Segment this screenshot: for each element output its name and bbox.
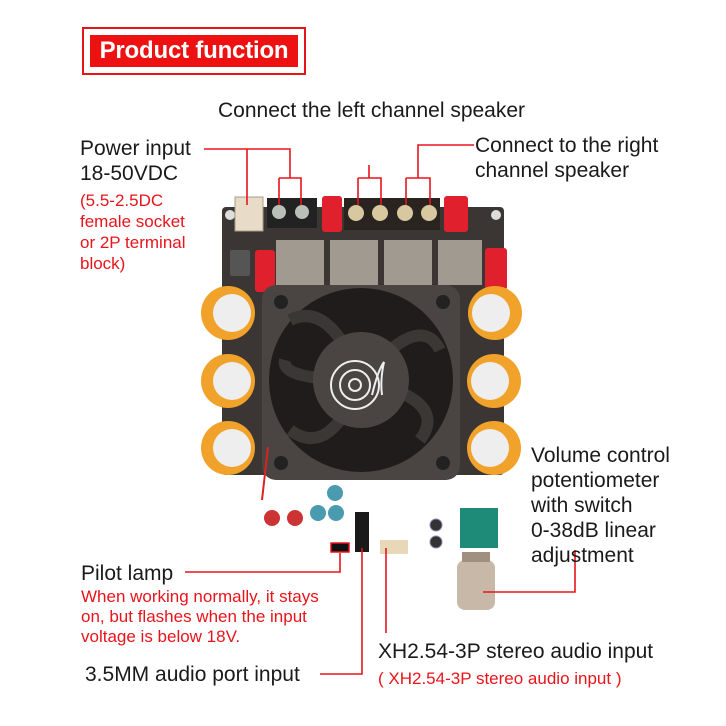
red-component xyxy=(444,196,468,232)
dc-socket xyxy=(234,196,264,232)
power-input-note: or 2P terminal xyxy=(80,233,186,252)
heatsink xyxy=(276,240,482,285)
red-component xyxy=(485,248,507,290)
capacitors xyxy=(201,286,522,475)
volume-knob xyxy=(457,560,495,610)
right-speaker-label: channel speaker xyxy=(475,159,630,182)
small-capacitors xyxy=(264,485,443,549)
pilot-lamp-note: When working normally, it stays xyxy=(81,587,319,606)
audio-port-label: 3.5MM audio port input xyxy=(85,663,300,686)
red-component xyxy=(322,196,342,232)
pilot-lamp-led xyxy=(330,542,350,553)
title-frame xyxy=(82,27,306,75)
red-component xyxy=(255,250,275,292)
power-input-voltage: 18-50VDC xyxy=(80,162,179,185)
pilot-lamp-note: voltage is below 18V. xyxy=(81,627,241,646)
speaker-terminals xyxy=(344,198,440,230)
pilot-lamp-label: Pilot lamp xyxy=(81,562,174,585)
volume-label: adjustment xyxy=(531,544,634,567)
power-input-note: female socket xyxy=(80,212,185,231)
volume-label: Volume control xyxy=(531,444,670,467)
power-input-note: block) xyxy=(80,254,126,273)
inductor xyxy=(230,250,250,276)
volume-label: potentiometer xyxy=(531,469,660,492)
page-title: Product function xyxy=(90,35,298,67)
pilot-lamp-note: on, but flashes when the input xyxy=(81,607,307,626)
cooling-fan xyxy=(262,285,460,480)
volume-label: 0-38dB linear xyxy=(531,519,656,542)
power-input-note: (5.5-2.5DC xyxy=(80,191,164,210)
xh-input-label: XH2.54-3P stereo audio input xyxy=(378,640,654,663)
xh-input-note: ( XH2.54-3P stereo audio input ) xyxy=(378,669,622,688)
left-speaker-label: Connect the left channel speaker xyxy=(218,99,526,122)
xh-connector xyxy=(380,540,408,554)
leader-lines xyxy=(185,144,576,675)
right-speaker-label: Connect to the right xyxy=(475,134,659,157)
power-input-label: Power input xyxy=(80,137,191,160)
potentiometer-body xyxy=(460,508,498,548)
audio-jack xyxy=(355,512,369,552)
power-terminal-block xyxy=(267,198,317,228)
volume-label: with switch xyxy=(531,494,633,517)
